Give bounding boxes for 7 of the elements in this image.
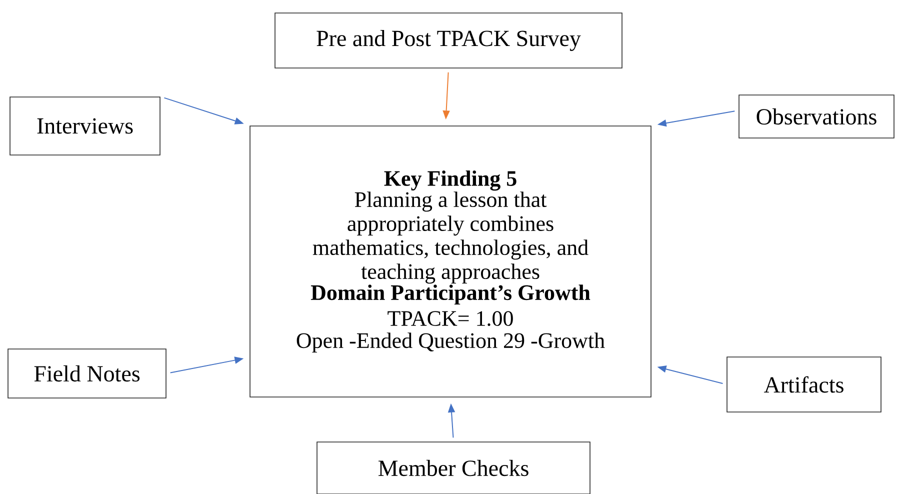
source-box: Field Notes: [8, 348, 166, 398]
source-box: Observations: [738, 94, 894, 138]
finding-box: Key Finding 5 Planning a lesson that appropriately combines mathematics, technologies, and teaching approaches Domain Participant’s Growth TPACK= 1.00 Open -Ended Question 29 -Growth: [250, 126, 652, 398]
source-box: Artifacts: [726, 356, 882, 412]
source-box: Pre and Post TPACK Survey: [274, 12, 622, 68]
source-box: Member Checks: [316, 442, 590, 494]
source-box: Interviews: [10, 96, 160, 156]
